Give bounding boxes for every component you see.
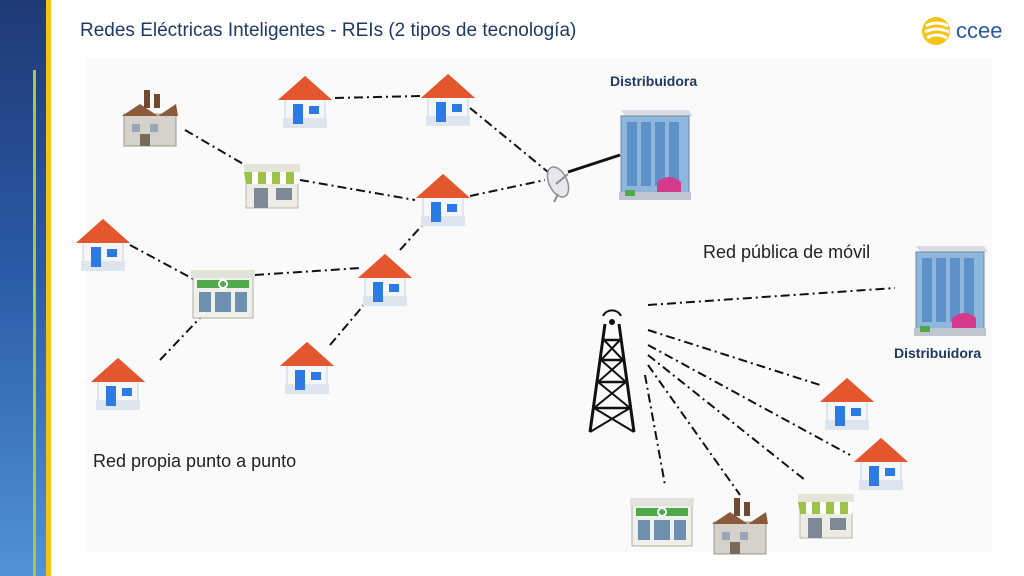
house-icon <box>357 253 413 307</box>
link-house-left-pharmacy <box>129 244 196 281</box>
house-icon <box>415 173 471 227</box>
distribuidora-label-top: Distribuidora <box>610 73 698 89</box>
distribuidora-label-right: Distribuidora <box>894 345 982 361</box>
house-icon <box>277 75 333 129</box>
link-shop-house-center <box>299 179 416 201</box>
distribuidora-building-icon <box>913 245 989 337</box>
factory-icon <box>121 89 179 147</box>
sidebar-band <box>0 0 46 576</box>
link-tower-shop <box>647 354 806 481</box>
distribuidora-building-icon <box>618 109 694 201</box>
link-house-low-house-mid <box>329 299 369 346</box>
satellite-dish-icon <box>546 166 570 203</box>
ccee-logo: ccee <box>920 14 1010 48</box>
pharmacy-icon <box>629 497 695 547</box>
house-icon <box>75 218 131 272</box>
link-tower-house-2 <box>647 344 851 456</box>
house-icon <box>279 341 335 395</box>
slide-title: Redes Eléctricas Inteligentes - REIs (2 … <box>80 20 577 41</box>
link-house-center-antenna <box>469 179 546 197</box>
link-house-bottom-pharmacy <box>159 317 201 361</box>
link-house-mid-house-center <box>399 221 426 251</box>
house-icon <box>90 357 146 411</box>
ccee-logo-icon <box>922 17 950 45</box>
house-icon <box>853 437 909 491</box>
link-tower-factory <box>647 364 741 496</box>
red-publica-label: Red pública de móvil <box>703 242 871 262</box>
link-factory-shop <box>184 129 246 166</box>
link-house-antenna <box>469 107 549 173</box>
link-tower-distribuidora <box>647 287 896 306</box>
cell-tower-icon <box>588 309 636 433</box>
sidebar-yellow-stripe <box>46 0 51 576</box>
pharmacy-icon <box>190 269 256 319</box>
link-tower-house-1 <box>647 329 821 386</box>
shop-icon <box>797 493 855 539</box>
house-icon <box>420 73 476 127</box>
red-propia-label: Red propia punto a punto <box>93 451 297 471</box>
network-links <box>129 95 896 496</box>
link-antenna-distribuidora <box>567 153 621 174</box>
house-icon <box>819 377 875 431</box>
link-pharmacy-house-mid <box>254 267 361 276</box>
factory-icon <box>711 497 769 555</box>
logo-text: ccee <box>956 18 1003 43</box>
link-tower-pharmacy <box>644 374 666 486</box>
link-house-house-top <box>334 95 421 99</box>
shop-icon <box>243 163 301 209</box>
sidebar-green-line <box>33 70 36 576</box>
